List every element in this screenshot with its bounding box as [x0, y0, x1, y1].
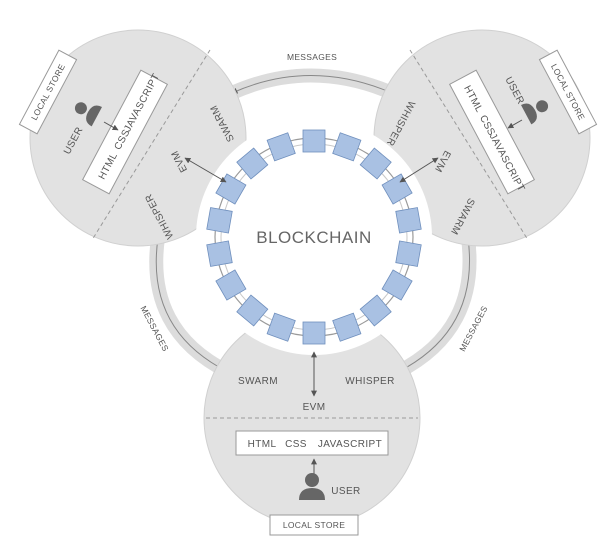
block: [236, 294, 269, 327]
blockchain-area: [196, 119, 432, 355]
block: [359, 147, 392, 180]
messages-band-left: [149, 237, 232, 379]
block: [206, 207, 233, 234]
block: [395, 207, 422, 234]
bottom-swarm-label: SWARM: [238, 376, 278, 387]
block: [236, 147, 269, 180]
bottom-html-label: HTML: [248, 439, 277, 450]
bottom-tech-box: [235, 430, 389, 456]
bottom-local-store-label: LOCAL STORE: [283, 520, 345, 530]
block: [381, 269, 413, 301]
block: [215, 269, 247, 301]
block: [302, 129, 326, 153]
block: [206, 240, 233, 267]
bottom-javascript-label: JAVASCRIPT: [318, 439, 382, 450]
block: [332, 312, 362, 342]
messages-band-right: [394, 237, 477, 379]
block: [302, 321, 326, 345]
bottom-user-icon: [299, 473, 325, 500]
block: [359, 294, 392, 327]
bottom-whisper-label: WHISPER: [345, 376, 394, 387]
messages-band-top: [229, 68, 395, 100]
messages-label-top: MESSAGES: [287, 52, 337, 62]
bottom-evm-label: EVM: [303, 402, 326, 413]
bottom-user-label: USER: [331, 486, 360, 497]
right-evm-arrow: [399, 157, 439, 183]
block: [395, 240, 422, 267]
center-title: BLOCKCHAIN: [256, 228, 372, 247]
left-evm-arrow: [184, 157, 227, 183]
block: [332, 132, 362, 162]
left-local-store-box: [18, 49, 78, 135]
right-user-icon: [521, 100, 549, 125]
separator-left: [91, 49, 211, 241]
bottom-css-label: CSS: [285, 439, 307, 450]
block: [266, 132, 296, 162]
left-user-icon: [74, 102, 102, 127]
separator-right: [409, 49, 529, 241]
block: [266, 312, 296, 342]
right-tech-box: [448, 69, 536, 195]
left-tech-box: [81, 69, 169, 195]
node-bottom: SWARM WHISPER EVM HTML CSS JAVASCRIPT US…: [235, 351, 394, 536]
right-local-store-box: [538, 49, 598, 135]
bottom-local-store-box: [269, 514, 359, 536]
